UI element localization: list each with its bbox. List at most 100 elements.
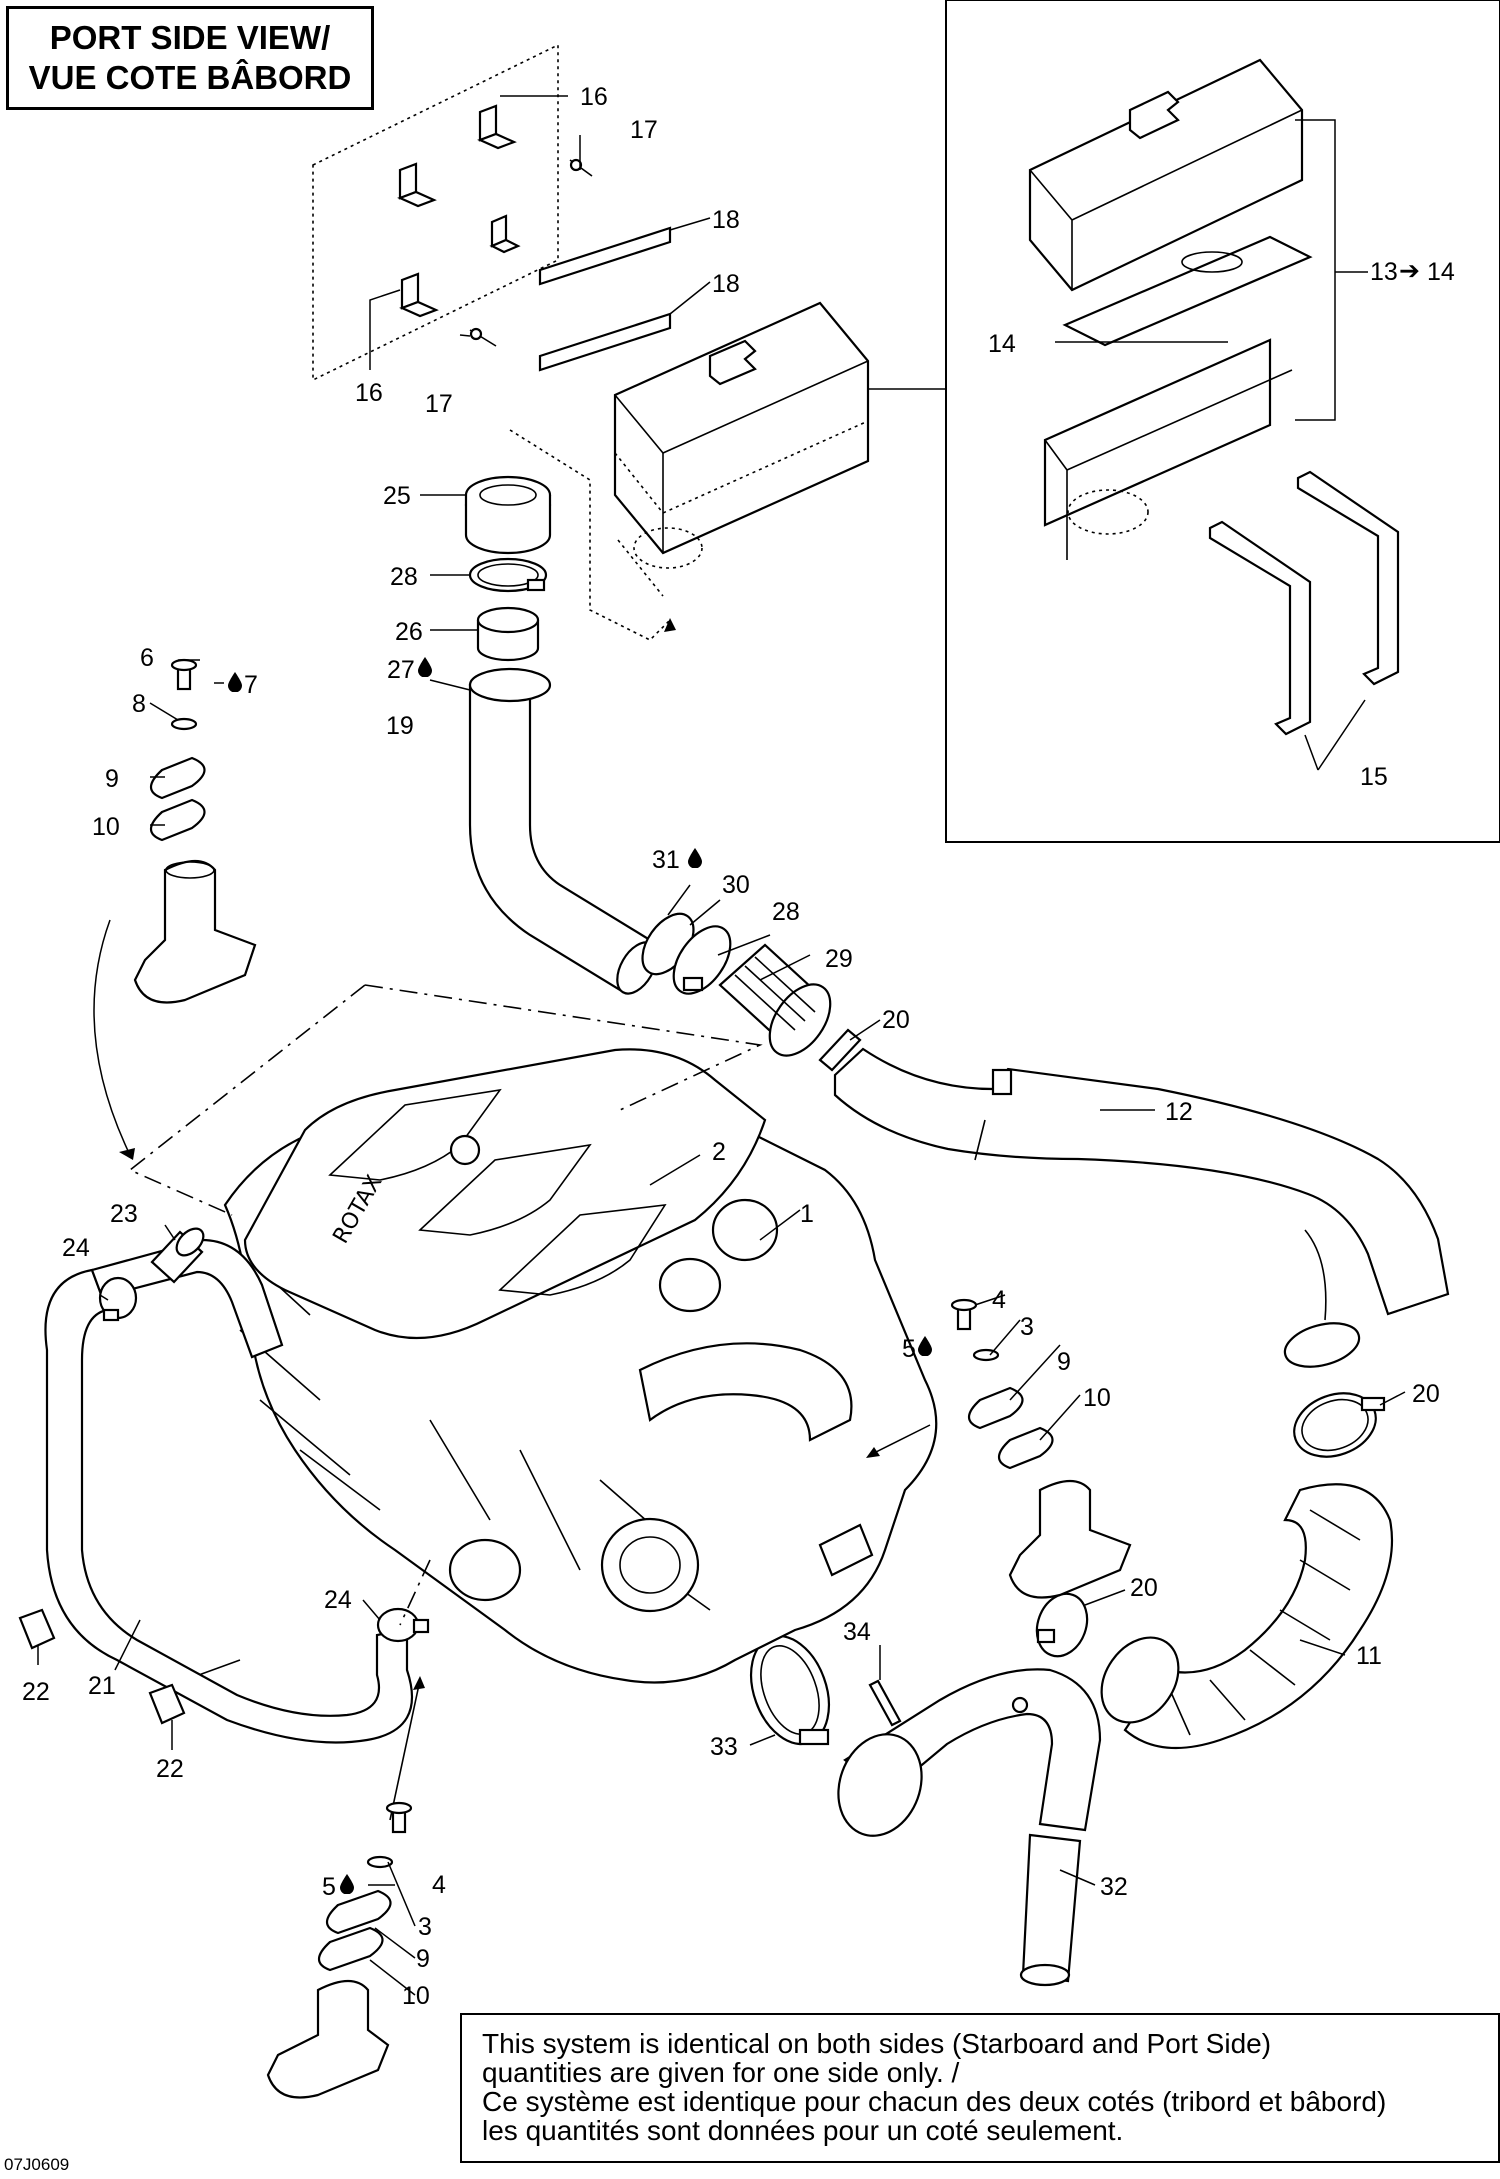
callout-20-middle: 20 (1412, 1380, 1440, 1408)
callout-9-upper: 9 (105, 765, 119, 793)
note-line-3: Ce système est identique pour chacun des… (482, 2086, 1387, 2117)
callout-18-upper: 18 (712, 206, 740, 234)
leader-lines (37, 95, 1406, 1996)
screw-17-lower (469, 327, 497, 347)
view-title-french: VUE COTE BÂBORD (28, 59, 352, 96)
callout-24-lower: 24 (324, 1586, 352, 1614)
callout-19: 19 (386, 712, 414, 740)
callout-20-lower: 20 (1130, 1574, 1158, 1602)
callout-25: 25 (383, 482, 411, 510)
plug-22-left (18, 1608, 56, 1650)
fitting-23 (150, 1227, 205, 1284)
strip-18-lower (538, 312, 672, 372)
adapter-25 (464, 475, 552, 555)
hose-21 (44, 1238, 414, 1744)
bracket-16-lower (399, 272, 439, 318)
sleeve-26 (476, 606, 540, 662)
note-line-2: quantities are given for one side only. … (482, 2057, 960, 2088)
air-box-assembled (613, 301, 870, 597)
callout-31: 31 (652, 846, 680, 874)
clamp-20-lower (1035, 1592, 1089, 1658)
liquid-drop-icon (418, 657, 432, 677)
callouts: 16 17 18 18 16 17 25 28 26 27 19 6 7 8 9… (22, 83, 1455, 2010)
callout-16-lower: 16 (355, 379, 383, 407)
callout-24-upper: 24 (62, 1234, 90, 1262)
view-title-box: PORT SIDE VIEW/ VUE COTE BÂBORD (6, 6, 374, 110)
callout-6: 6 (140, 644, 154, 672)
callout-34: 34 (843, 1618, 871, 1646)
callout-26: 26 (395, 618, 423, 646)
callout-14-range: 14 (1427, 258, 1455, 286)
note-box: This system is identical on both sides (… (460, 2013, 1500, 2163)
callout-13: 13 (1370, 258, 1398, 286)
hose-19 (468, 667, 658, 995)
elbow-32 (837, 1668, 1102, 1987)
callout-2: 2 (712, 1138, 726, 1166)
strap-15 (1208, 470, 1400, 736)
mounting-plate (312, 43, 593, 382)
callout-11: 11 (1356, 1642, 1382, 1670)
callout-17-lower: 17 (425, 390, 453, 418)
callout-29: 29 (825, 945, 853, 973)
strip-18-upper (538, 226, 672, 286)
callout-3-lower: 3 (418, 1913, 432, 1941)
callout-27: 27 (387, 656, 415, 684)
callout-5-lower: 5 (322, 1873, 336, 1901)
callout-5-right: 5 (902, 1335, 916, 1363)
mount-stack-lower (266, 1676, 425, 2099)
callout-17-upper: 17 (630, 116, 658, 144)
callout-14: 14 (988, 330, 1016, 358)
kit-frame (945, 0, 1500, 843)
liquid-drop-icon (918, 1336, 932, 1356)
callout-1: 1 (800, 1200, 814, 1228)
callout-10-lower: 10 (402, 1982, 430, 2010)
callout-7: 7 (244, 671, 258, 699)
callout-10-upper: 10 (92, 813, 120, 841)
callout-4-right: 4 (992, 1286, 1006, 1314)
callout-18-lower: 18 (712, 270, 740, 298)
callout-23: 23 (110, 1200, 138, 1228)
air-box-cover-13 (1028, 58, 1304, 292)
clamp-33 (750, 1634, 830, 1746)
liquid-drop-icon (340, 1874, 354, 1894)
air-duct-12 (833, 1047, 1450, 1368)
callout-33: 33 (710, 1733, 738, 1761)
callout-8: 8 (132, 690, 146, 718)
callout-16-upper: 16 (580, 83, 608, 111)
callout-3-right: 3 (1020, 1313, 1034, 1341)
callout-28-lower: 28 (772, 898, 800, 926)
callout-9-right: 9 (1057, 1348, 1071, 1376)
callout-20-upper: 20 (882, 1006, 910, 1034)
mount-stack-right (950, 1298, 1132, 1599)
callout-9-lower: 9 (416, 1945, 430, 1973)
callout-22-left: 22 (22, 1678, 50, 1706)
callout-10-right: 10 (1083, 1384, 1111, 1412)
coupler-29 (718, 943, 832, 1057)
drawing-reference: 07J0609 (4, 2155, 70, 2174)
callout-12: 12 (1165, 1098, 1193, 1126)
callout-15: 15 (1360, 763, 1388, 791)
liquid-drop-icon (688, 848, 702, 868)
clamp-28-upper (468, 557, 548, 593)
callout-22-right: 22 (156, 1755, 184, 1783)
clamp-24-lower (376, 1607, 430, 1643)
screw-17-upper (569, 158, 593, 177)
clamp-28-lower (672, 925, 732, 995)
callout-30: 30 (722, 871, 750, 899)
callout-21: 21 (88, 1672, 116, 1700)
liquid-drop-icon (228, 672, 242, 692)
flex-hose-11 (1100, 1483, 1394, 1750)
note-line-4: les quantités sont données pour un coté … (482, 2115, 1124, 2146)
gasket-14 (1062, 235, 1313, 347)
engine-cover-2: ROTAX (243, 1048, 767, 1340)
clamp-24-upper (98, 1276, 138, 1322)
right-arrow-icon: ➔ (1399, 257, 1420, 285)
clamp-20-middle (1293, 1392, 1386, 1458)
bracket-16-upper (477, 104, 517, 150)
note-line-1: This system is identical on both sides (… (482, 2028, 1272, 2059)
air-box-base-13 (1043, 338, 1293, 560)
callout-4-lower: 4 (432, 1871, 446, 1899)
view-title-english: PORT SIDE VIEW/ (49, 19, 331, 56)
pin-34 (868, 1679, 902, 1727)
